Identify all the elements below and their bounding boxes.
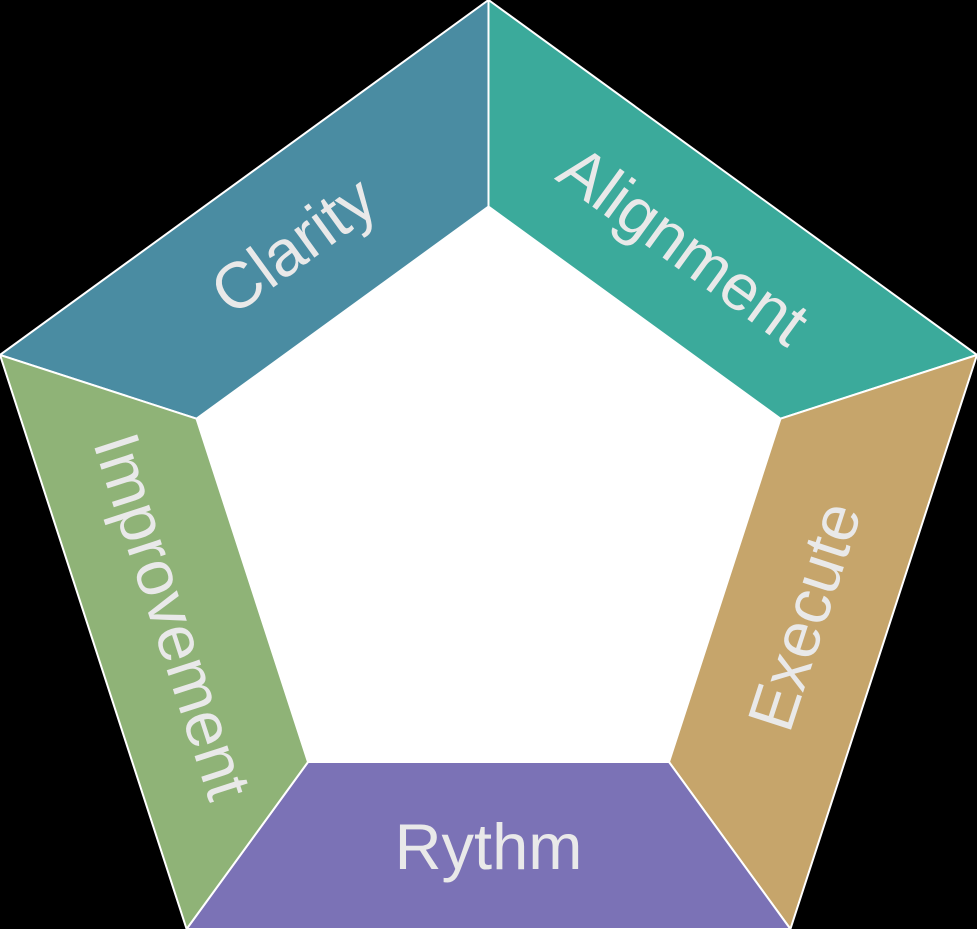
pentagon-inner-face [196,206,781,763]
segment-execute: Execute [668,353,977,929]
segment-improvement-shape [0,353,309,929]
segment-improvement: Improvement [0,353,309,929]
segment-rythm: Rythm [185,761,792,929]
segment-rythm-label: Rythm [395,810,583,883]
segment-clarity: Clarity [0,0,490,420]
